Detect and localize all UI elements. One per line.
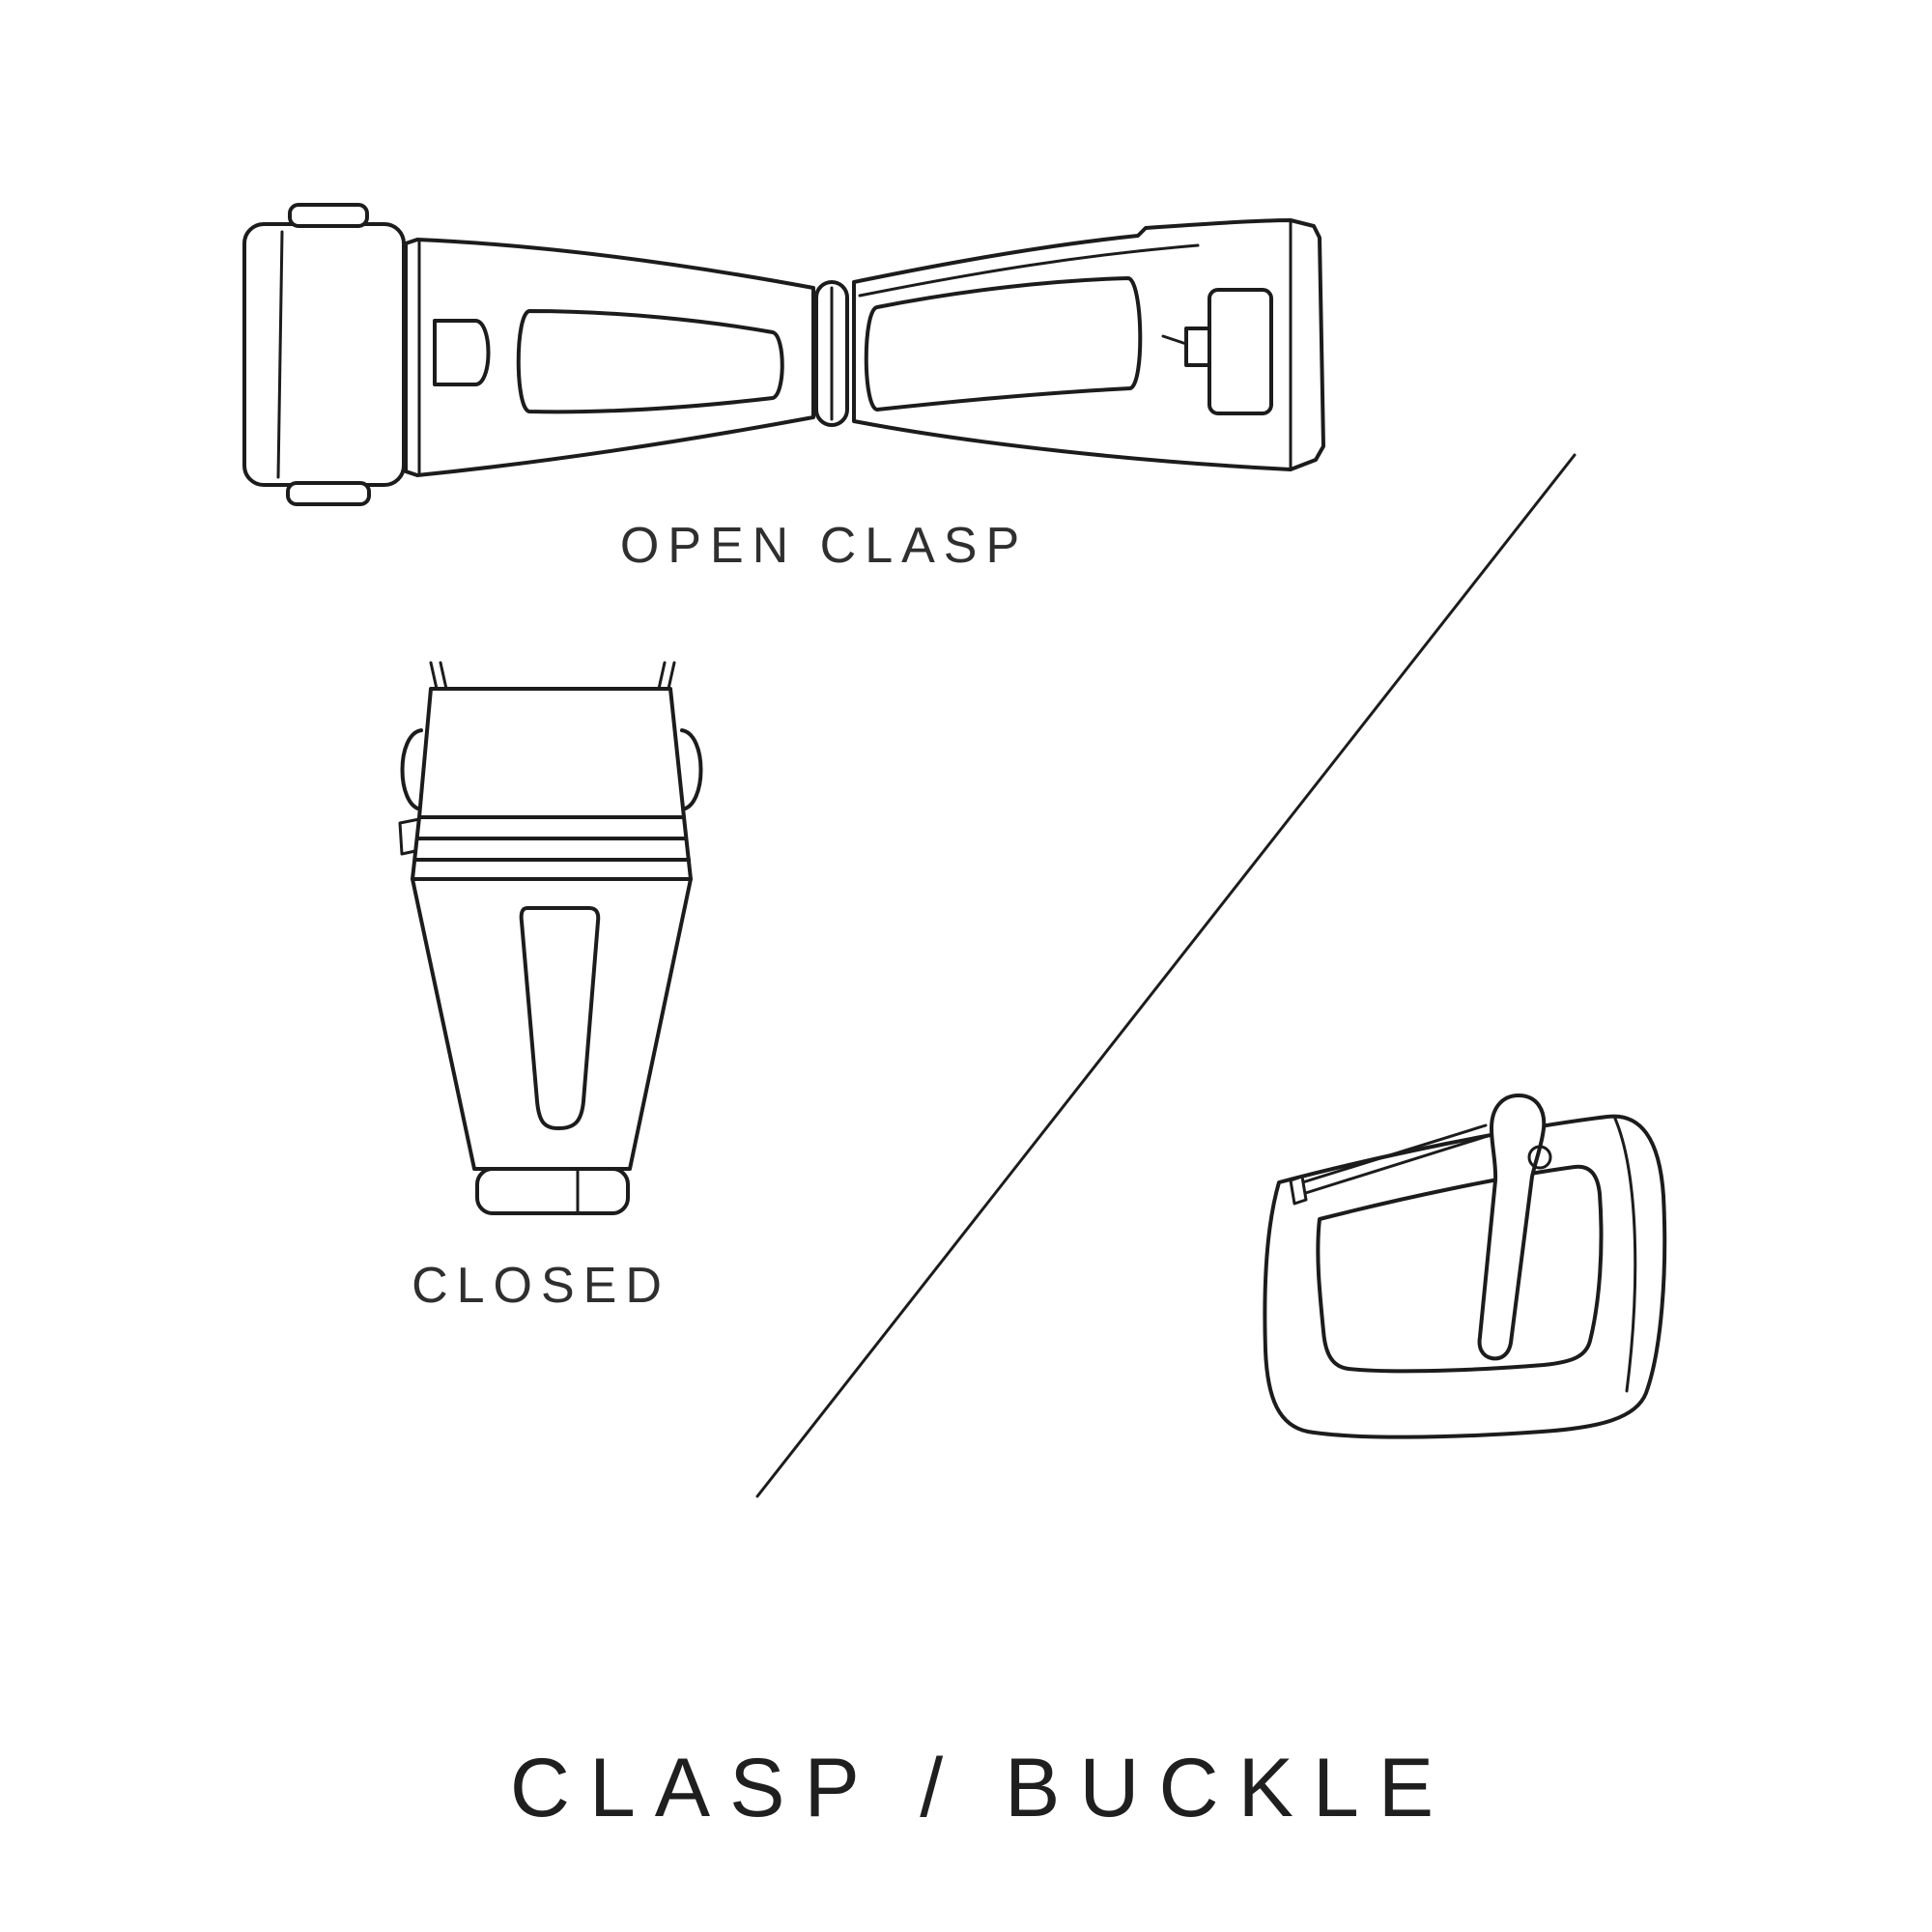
open-clasp-endpiece-foldline <box>276 230 284 479</box>
buckle-tang-ring <box>1527 1145 1552 1170</box>
closed-clasp-band-sides <box>411 815 693 881</box>
open-clasp-label: OPEN CLASP <box>620 518 1028 574</box>
diagram-title: CLASP / BUCKLE <box>510 1742 1453 1834</box>
closed-clasp-foot <box>475 1167 630 1215</box>
closed-clasp-right-prong <box>657 661 676 691</box>
open-clasp-endpiece-top-tab <box>288 203 369 228</box>
buckle-opening <box>1316 1164 1604 1374</box>
open-clasp-right-arm-latch-hook <box>1161 334 1188 346</box>
diagonal-divider-line <box>755 453 1577 1498</box>
buckle-illustration <box>1263 1094 1667 1439</box>
buckle-right-band-fold <box>1613 1117 1637 1393</box>
open-clasp-right-arm <box>852 218 1325 471</box>
buckle-axle-pin <box>1294 1123 1490 1198</box>
open-clasp-right-arm-inner-outline <box>864 276 1143 412</box>
open-clasp-endpiece-bottom-tab <box>286 481 371 506</box>
open-clasp-left-arm-notch <box>433 319 491 386</box>
open-clasp-endpiece <box>242 222 406 487</box>
closed-clasp-left-prong <box>429 661 448 691</box>
closed-clasp-band-left-notch <box>398 817 421 856</box>
closed-clasp-body-inner-outline <box>519 906 601 1130</box>
buckle-tang <box>1477 1094 1547 1361</box>
closed-clasp-top-cover <box>417 687 686 819</box>
open-clasp-right-arm-cutout <box>1208 288 1273 415</box>
open-clasp-left-arm-inner-outline <box>516 309 784 414</box>
closed-clasp-label: CLOSED <box>412 1258 670 1314</box>
open-clasp-left-arm <box>404 238 815 477</box>
closed-clasp-left-ear <box>400 728 423 811</box>
closed-clasp-right-ear <box>680 728 703 811</box>
open-clasp-right-arm-toplip <box>858 243 1200 298</box>
open-clasp-right-arm-latch-notch <box>1184 327 1211 367</box>
open-clasp-illustration <box>242 203 1325 506</box>
buckle-axle-pin-head <box>1289 1175 1308 1206</box>
closed-clasp-body <box>411 877 693 1171</box>
closed-clasp-illustration <box>398 661 703 1215</box>
